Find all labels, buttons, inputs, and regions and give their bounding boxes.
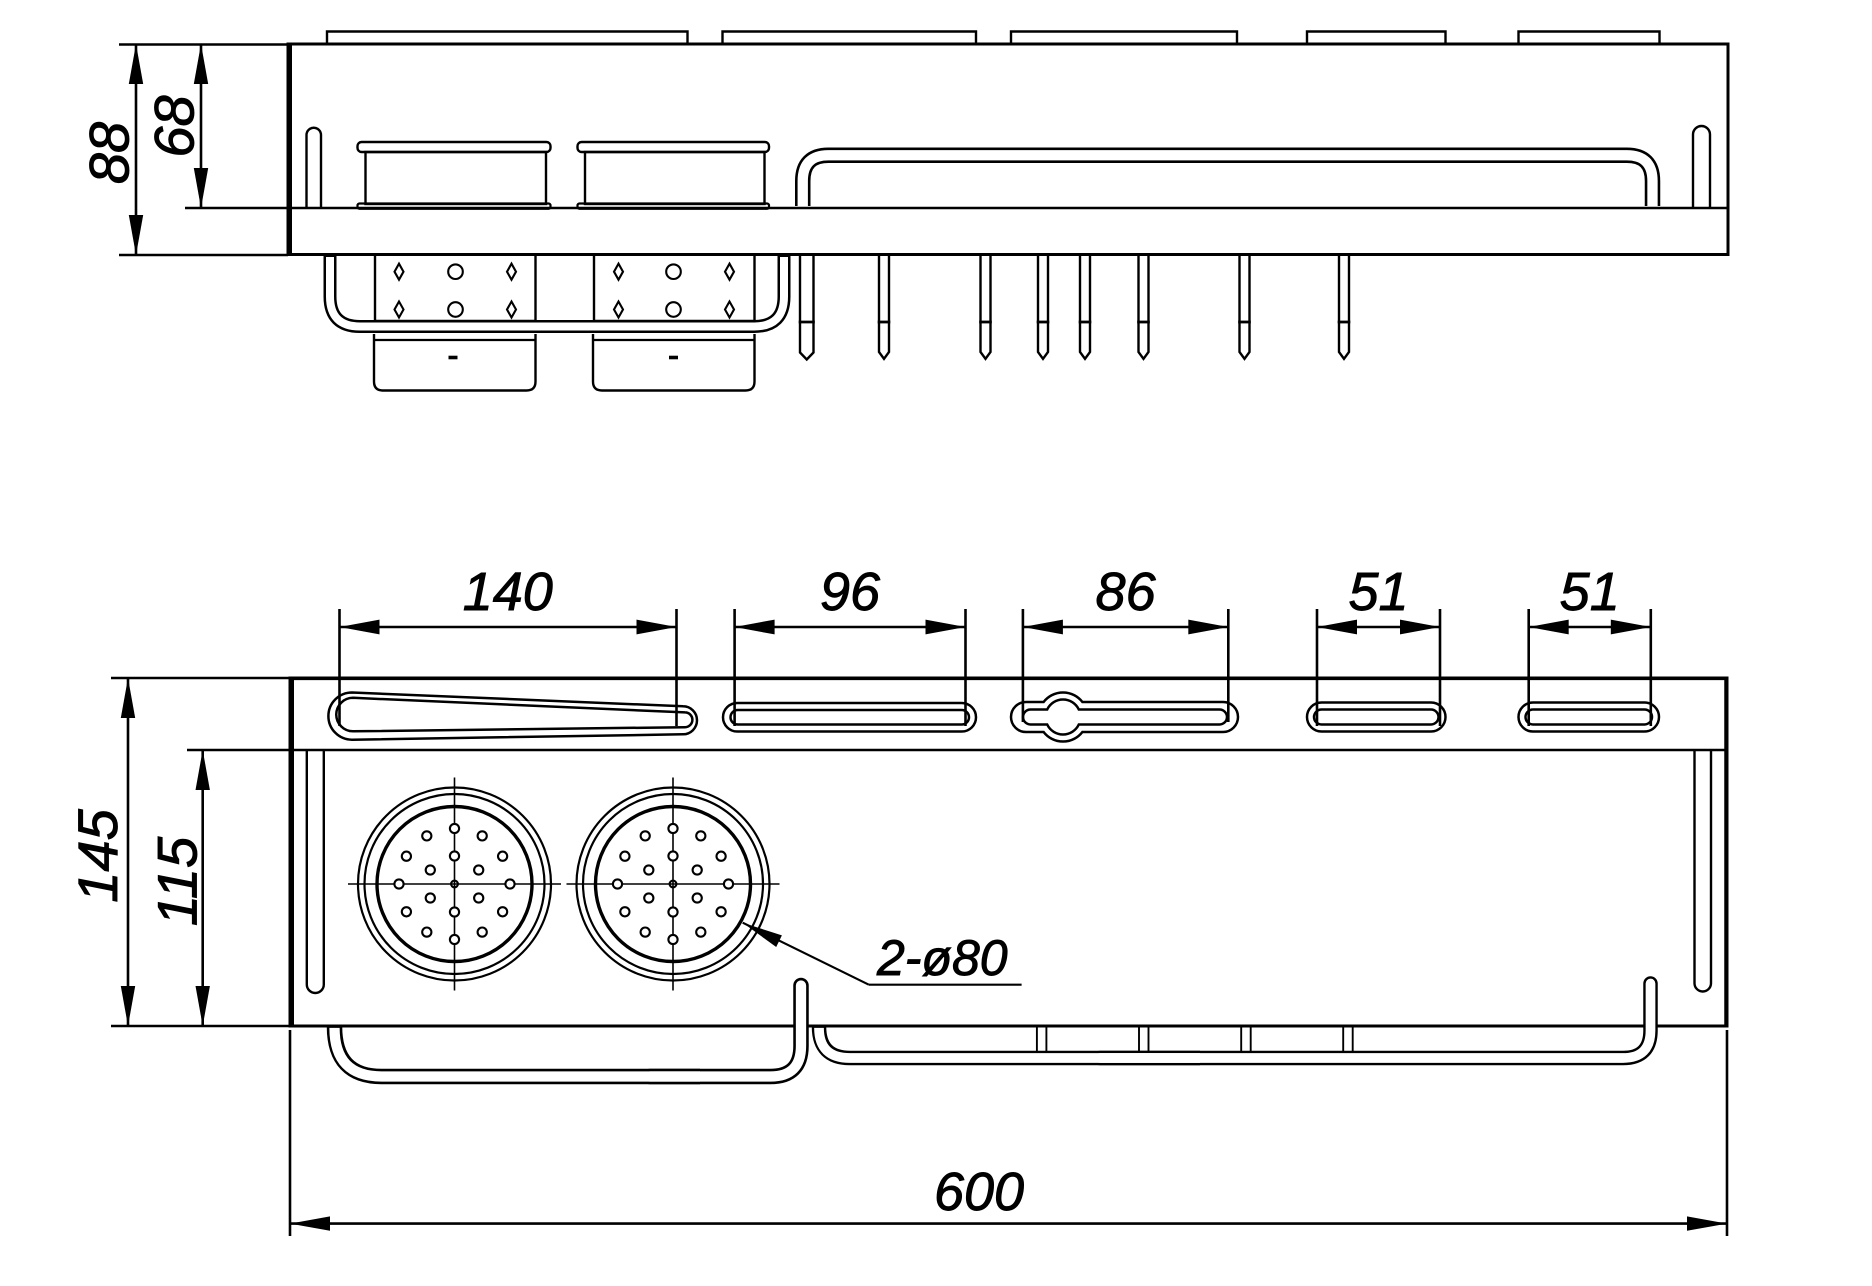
- svg-text:51: 51: [1560, 562, 1620, 622]
- svg-text:88: 88: [78, 122, 141, 184]
- svg-text:96: 96: [820, 562, 881, 622]
- svg-text:68: 68: [143, 95, 206, 157]
- svg-text:51: 51: [1348, 562, 1408, 622]
- svg-text:140: 140: [463, 562, 553, 622]
- svg-text:600: 600: [934, 1162, 1024, 1222]
- svg-text:2-ø80: 2-ø80: [876, 930, 1008, 986]
- svg-text:115: 115: [146, 836, 209, 926]
- svg-text:86: 86: [1096, 562, 1157, 622]
- svg-text:145: 145: [66, 808, 129, 902]
